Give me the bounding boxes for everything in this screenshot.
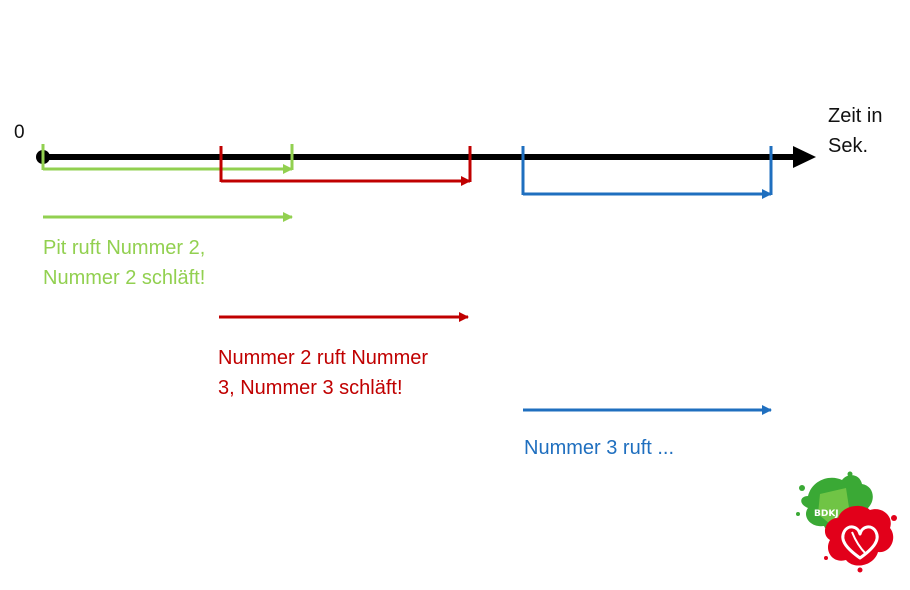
axis-title-line-1: Zeit in	[828, 105, 883, 127]
time-axis-arrowhead	[793, 146, 816, 168]
interval-step-1	[41, 144, 294, 174]
heart-icon	[841, 525, 879, 560]
step-1-caption-line-2: Nummer 2 schläft!	[43, 267, 206, 289]
step-3-caption: Nummer 3 ruft ...	[524, 433, 674, 463]
step-1-caption-line-1: Pit ruft Nummer 2,	[43, 237, 206, 259]
axis-title: Zeit in Sek.	[828, 101, 882, 161]
interval-step-3	[521, 146, 773, 199]
logo-text: BDKJ	[814, 509, 839, 519]
step-2-caption: Nummer 2 ruft Nummer 3, Nummer 3 schläft…	[218, 343, 428, 403]
logo-red-splash	[824, 505, 897, 573]
step-2-caption-line-1: Nummer 2 ruft Nummer	[218, 347, 429, 369]
step-2-caption-line-2: 3, Nummer 3 schläft!	[218, 377, 403, 399]
step-1-caption: Pit ruft Nummer 2, Nummer 2 schläft!	[43, 233, 205, 293]
interval-step-2	[219, 146, 472, 186]
step-3-caption-line-1: Nummer 3 ruft ...	[524, 437, 675, 459]
axis-origin-label: 0	[14, 122, 25, 143]
bdkj-logo: BDKJ	[796, 471, 897, 573]
axis-title-line-2: Sek.	[828, 135, 869, 157]
